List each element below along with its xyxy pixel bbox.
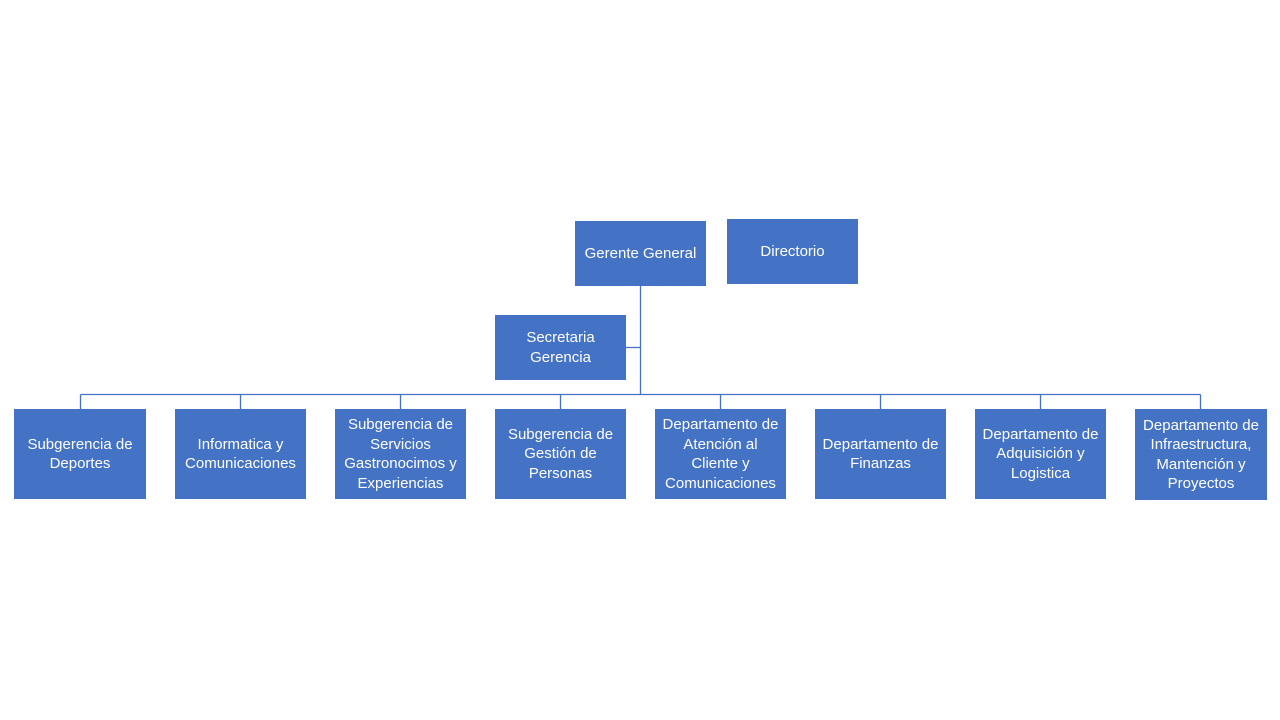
node-label: Subgerencia de Deportes <box>27 435 133 473</box>
node-departamento-finanzas: Departamento de Finanzas <box>815 409 946 499</box>
node-label: Gerente General <box>584 244 697 262</box>
node-label: Informatica y Comunicaciones <box>185 435 296 473</box>
node-secretaria-gerencia: Secretaria Gerencia <box>495 315 626 380</box>
node-label: Departamento de Finanzas <box>822 435 939 473</box>
node-gerente-general: Gerente General <box>575 221 706 286</box>
node-informatica-comunicaciones: Informatica y Comunicaciones <box>175 409 306 499</box>
node-subgerencia-servicios-gastronomicos: Subgerencia de Servicios Gastronocimos y… <box>335 409 466 499</box>
node-departamento-atencion-cliente: Departamento de Atención al Cliente y Co… <box>655 409 786 499</box>
node-label: Directorio <box>760 242 825 260</box>
node-departamento-infraestructura: Departamento de Infraestructura, Mantenc… <box>1135 409 1267 500</box>
node-label: Departamento de Adquisición y Logistica <box>982 425 1099 482</box>
node-label: Subgerencia de Gestión de Personas <box>507 425 614 482</box>
node-label: Subgerencia de Servicios Gastronocimos y… <box>344 416 457 492</box>
node-label: Secretaria Gerencia <box>526 329 595 366</box>
node-label: Departamento de Infraestructura, Mantenc… <box>1143 416 1259 493</box>
node-label: Departamento de Atención al Cliente y Co… <box>662 416 779 492</box>
node-departamento-adquisicion-logistica: Departamento de Adquisición y Logistica <box>975 409 1106 499</box>
node-subgerencia-deportes: Subgerencia de Deportes <box>14 409 146 499</box>
node-subgerencia-gestion-personas: Subgerencia de Gestión de Personas <box>495 409 626 499</box>
node-directorio: Directorio <box>727 219 858 284</box>
